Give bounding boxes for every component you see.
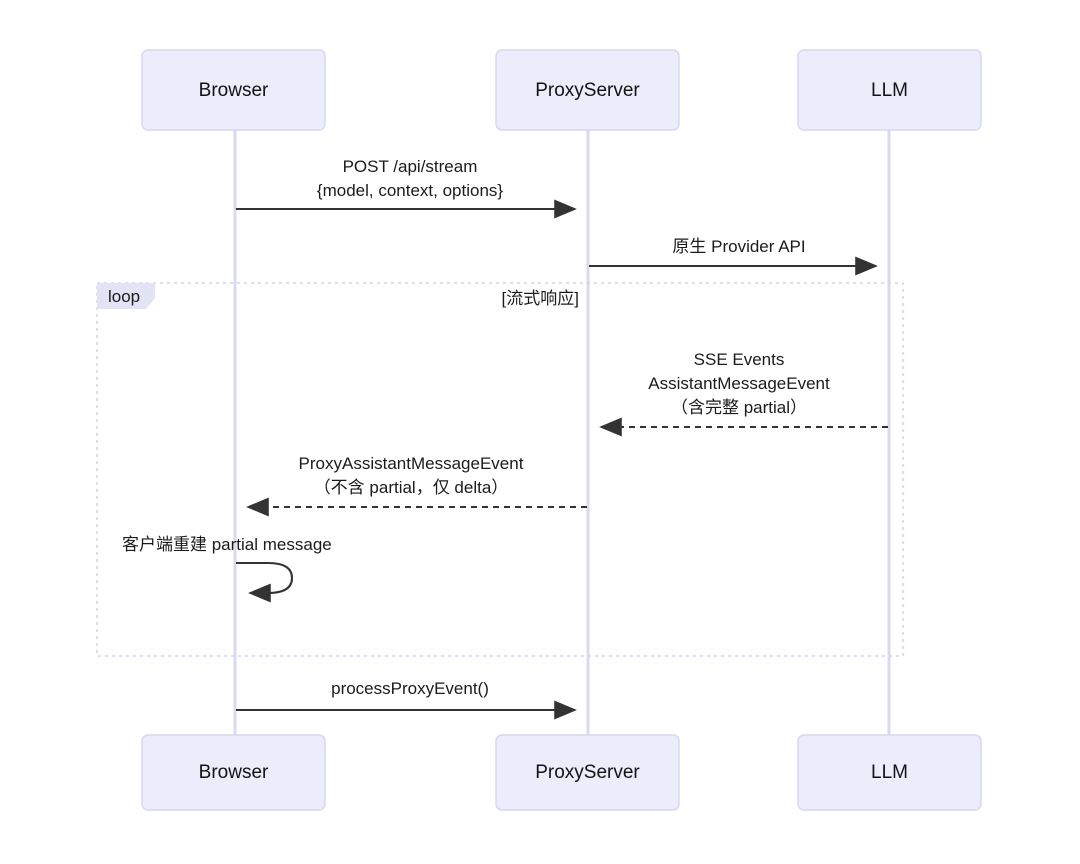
message-process-proxy-event: processProxyEvent() [236,679,577,720]
actor-box-proxyserver-bottom[interactable] [495,734,680,811]
actor-box-llm-bottom[interactable] [797,734,982,811]
message-label-post-api-stream-line1: POST /api/stream [343,157,478,176]
actor-box-proxyserver-top[interactable] [495,49,680,131]
message-label-sse-events-line3: （含完整 partial） [671,398,807,417]
message-label-process-proxy-event: processProxyEvent() [331,679,489,698]
message-sse-events: SSE Events AssistantMessageEvent （含完整 pa… [599,350,888,437]
message-label-provider-api: 原生 Provider API [672,237,805,256]
message-arrow-self-rebuild-partial [236,561,294,603]
loop-condition-label: [流式响应] [502,289,579,308]
message-label-post-api-stream-line2: {model, context, options} [317,181,504,200]
actor-label-proxyserver-bottom: ProxyServer [535,762,640,783]
actor-label-llm-bottom: LLM [871,762,908,783]
message-post-api-stream: POST /api/stream {model, context, option… [236,157,577,219]
message-label-proxy-assistant-event-line2: （不含 partial，仅 delta） [314,478,509,497]
actor-box-browser-bottom[interactable] [141,734,326,811]
actor-proxyserver-bottom[interactable]: ProxyServer [495,734,680,811]
lifelines [233,130,891,736]
actor-llm-top[interactable]: LLM [797,49,982,131]
actor-box-browser-top[interactable] [141,49,326,131]
actor-label-browser-bottom: Browser [199,762,269,783]
actor-label-browser-top: Browser [199,80,269,101]
actor-label-proxyserver-top: ProxyServer [535,80,640,101]
actor-llm-bottom[interactable]: LLM [797,734,982,811]
loop-tab-shape [97,283,155,309]
actor-browser-top[interactable]: Browser [141,49,326,131]
message-self-rebuild-partial: 客户端重建 partial message [122,535,332,603]
actor-box-llm-top[interactable] [797,49,982,131]
loop-fragment: loop [流式响应] [96,282,904,657]
message-provider-api: 原生 Provider API [589,237,878,276]
message-label-proxy-assistant-event-line1: ProxyAssistantMessageEvent [299,454,524,473]
message-label-sse-events-line1: SSE Events [694,350,785,369]
actor-browser-bottom[interactable]: Browser [141,734,326,811]
message-label-self-rebuild-partial: 客户端重建 partial message [122,535,332,554]
loop-frame-border [96,282,904,657]
actor-proxyserver-top[interactable]: ProxyServer [495,49,680,131]
message-proxy-assistant-message-event: ProxyAssistantMessageEvent （不含 partial，仅… [246,454,587,517]
loop-tab-label: loop [108,287,140,306]
message-label-sse-events-line2: AssistantMessageEvent [648,374,830,393]
actor-label-llm-top: LLM [871,80,908,101]
